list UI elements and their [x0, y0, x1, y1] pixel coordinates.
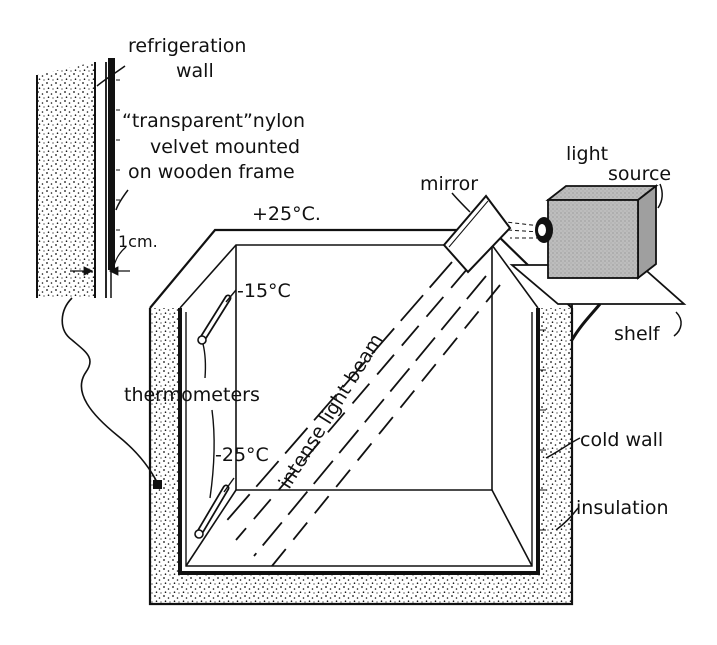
lamp-rays: [505, 221, 541, 239]
cold-wall-inner-line: [185, 312, 533, 567]
velvet-label-3: on wooden frame: [128, 161, 295, 183]
refrigeration-wall-label-2: wall: [176, 60, 214, 82]
cold-wall-leader: [545, 437, 581, 459]
gap-label: 1cm.: [118, 232, 158, 251]
thermometer-upper: [197, 289, 237, 345]
mirror: [442, 194, 512, 274]
lower-thermometer-temp-label: -25°C: [215, 444, 269, 466]
floor-left-edge: [185, 489, 237, 567]
light-source-label-1: light: [566, 143, 608, 165]
light-source: [535, 184, 659, 280]
detail-connector: [61, 297, 159, 485]
wall-detail: [36, 58, 162, 489]
shelf-leader: [673, 311, 682, 337]
velvet-leader: [115, 189, 129, 211]
light-source-label-2: source: [608, 163, 671, 185]
insulation-leader: [555, 507, 579, 531]
refrigeration-wall-insulation: [37, 62, 95, 298]
light-source-leader: [657, 183, 663, 209]
tank-rim-inner: [179, 244, 539, 309]
gap-leader: [113, 246, 127, 267]
velvet-label-1: “transparent”nylon: [122, 110, 305, 132]
velvet-label-2: velvet mounted: [150, 136, 300, 158]
upper-thermometer-temp-label: -15°C: [237, 280, 291, 302]
thermometers-label: thermometers: [124, 384, 260, 406]
insulation-label: insulation: [576, 497, 669, 519]
thermometer-lower: [194, 477, 235, 539]
floor-right-edge: [491, 489, 533, 567]
refrigeration-wall-leader: [96, 65, 126, 87]
refrigeration-wall-label-1: refrigeration: [128, 35, 246, 57]
top-temperature-label: +25°C.: [252, 203, 321, 225]
nylon-velvet-strip: [108, 58, 115, 270]
cold-wall-label: cold wall: [580, 429, 663, 451]
cold-wall-lining: [178, 308, 540, 575]
mirror-leader: [451, 192, 471, 213]
mirror-label: mirror: [420, 173, 478, 195]
shelf-label: shelf: [614, 323, 661, 345]
beam-label: intense light beam: [275, 330, 388, 493]
thermometers-leader-lower: [209, 409, 215, 499]
cold-chamber: [148, 228, 574, 606]
tank-outer-outline: [148, 308, 574, 606]
light-beam: [221, 261, 501, 567]
shelf-bracket: [570, 303, 602, 341]
thermometers-leader-upper: [202, 343, 207, 379]
